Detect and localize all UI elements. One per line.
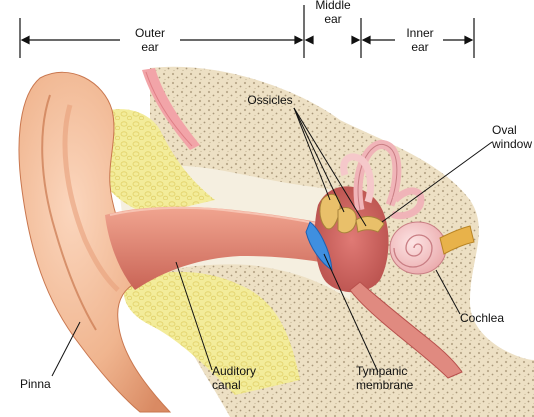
leader-lines [51,107,493,377]
semicircular-canals [340,140,425,220]
region-dimension-lines [19,5,475,58]
pinna [18,71,172,413]
outer-ear-region-label: Outer ear [124,26,176,54]
ossicles-label-text: Ossicles [247,93,293,107]
inner-ear-region-label: Inner ear [396,26,444,54]
cochlea [389,221,447,275]
tympanic-membrane-label: Tympanic membrane [356,364,413,392]
inner-ear-line2: ear [411,40,429,54]
pinna-label: Pinna [20,377,51,391]
ossicles-label: Ossicles [238,93,302,107]
fatty-tissue [88,109,300,395]
tympanic-membrane-line1: Tympanic [356,364,408,378]
middle-ear-line1: Middle [315,0,351,12]
outer-ear-line2: ear [141,40,159,54]
cochlea-label: Cochlea [460,311,504,325]
ossicles [319,193,385,234]
middle-ear-line2: ear [324,12,342,26]
oval-window-line1: Oval [492,123,517,137]
ear-canal [105,206,320,290]
outer-ear-line1: Outer [134,26,165,40]
tympanic-membrane-line2: membrane [356,378,414,392]
cochlea-label-text: Cochlea [460,311,505,325]
pinna-label-text: Pinna [20,377,51,391]
blood-vessel [142,68,200,150]
inner-ear-line1: Inner [406,26,434,40]
middle-ear-region-label: Middle ear [308,0,358,26]
auditory-canal-line1: Auditory [212,364,257,378]
auditory-nerve [439,225,475,255]
oval-window-label: Oval window [492,123,532,151]
oval-window-line2: window [492,137,533,151]
auditory-canal-line2: canal [212,378,241,392]
auditory-canal-label: Auditory canal [212,364,256,392]
